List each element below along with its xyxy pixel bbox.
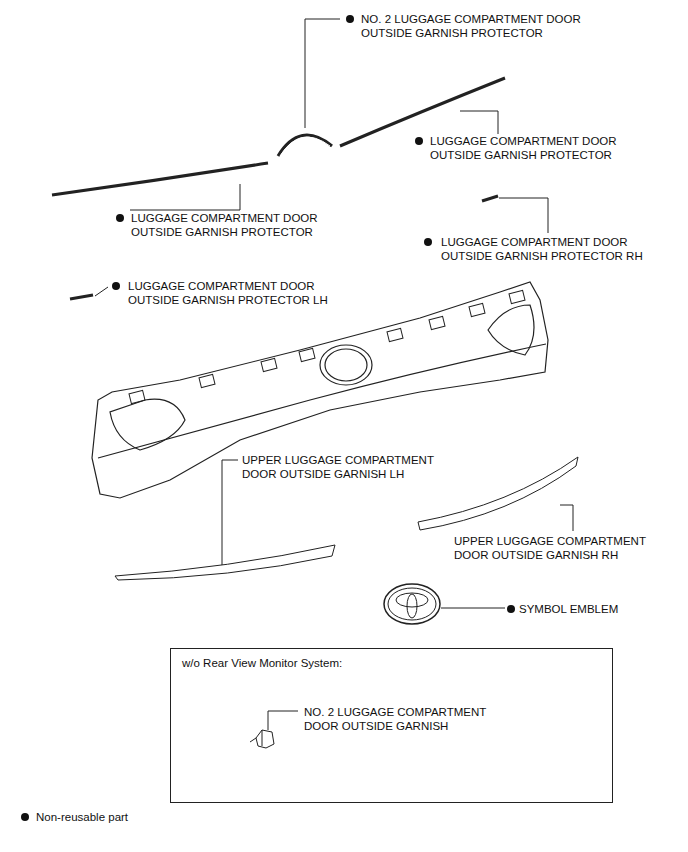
part-name: LUGGAGE COMPARTMENT DOOR OUTSIDE GARNISH… [131, 211, 353, 239]
legend-text: Non-reusable part [36, 810, 128, 824]
protector-strip-left [52, 163, 268, 195]
no2-protector-highlight [280, 137, 330, 156]
upper-garnish-lh [115, 545, 335, 580]
no2-protector [278, 135, 332, 156]
part-name: SYMBOL EMBLEM [519, 602, 679, 616]
part-name: NO. 2 LUGGAGE COMPARTMENT DOOR OUTSIDE G… [304, 705, 519, 733]
symbol-emblem [384, 584, 440, 624]
part-name: LUGGAGE COMPARTMENT DOOR OUTSIDE GARNISH… [441, 235, 673, 263]
box-heading: w/o Rear View Monitor System: [182, 656, 582, 670]
part-name: LUGGAGE COMPARTMENT DOOR OUTSIDE GARNISH… [430, 134, 652, 162]
protector-lh [70, 295, 93, 299]
part-name: UPPER LUGGAGE COMPARTMENT DOOR OUTSIDE G… [454, 534, 669, 562]
part-name: UPPER LUGGAGE COMPARTMENT DOOR OUTSIDE G… [242, 453, 457, 481]
part-name: NO. 2 LUGGAGE COMPARTMENT DOOR OUTSIDE G… [361, 12, 611, 40]
upper-garnish-rh [418, 457, 578, 530]
outside-garnish [92, 282, 548, 498]
garnish-clip [250, 730, 274, 748]
part-name: LUGGAGE COMPARTMENT DOOR OUTSIDE GARNISH… [128, 279, 360, 307]
variant-box: w/o Rear View Monitor System: NO. 2 LUGGA… [170, 648, 613, 803]
protector-rh [482, 196, 498, 201]
